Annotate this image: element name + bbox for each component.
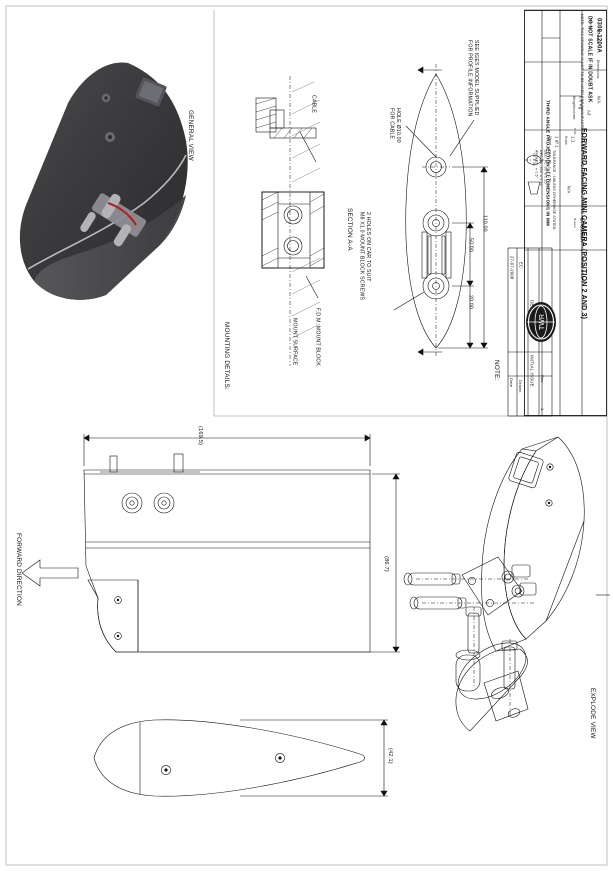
drawn-by-value: E. Caldari: [578, 218, 585, 242]
side-dim-height: (86.7): [382, 556, 389, 572]
bottom-plan-graphic: [93, 719, 388, 797]
note-heading: NOTE:: [493, 360, 500, 381]
side-dim-length: (169.5): [196, 426, 203, 446]
sheet-label: Sheet: [548, 136, 552, 146]
size-value: A3: [586, 110, 592, 116]
company-logo: TWR: [526, 302, 556, 342]
plan-view-graphic: [393, 64, 488, 358]
weight-label: Weight/volume: [572, 96, 576, 120]
revision-row-description: INITIAL ISSUE: [529, 355, 535, 387]
mount-block-label: F.D.M. MOUNT BLOCK: [314, 308, 321, 366]
general-view-graphic: [19, 62, 188, 300]
cable-label: CABLE: [310, 95, 317, 114]
forward-direction-label: FORWARD DIRECTION: [15, 533, 22, 606]
side-view-graphic: [83, 434, 400, 653]
mounting-details-heading: MOUNTING DETAILS:: [223, 322, 230, 390]
drawing-number-label: Dwg No: [588, 18, 593, 30]
general-view-label: GENERAL VIEW: [187, 110, 194, 161]
material-value: N/A: [566, 186, 572, 194]
revision-row-by: EC: [518, 262, 524, 269]
plan-dim-mid: 50.00: [467, 238, 474, 252]
mount-surface-label: MOUNT SURFACE: [291, 318, 298, 366]
plan-hole-note: HOLE Ø10.00 FOR CABLE: [388, 108, 402, 143]
explode-view-label: EXPLODE VIEW: [589, 688, 596, 739]
projection-note: THIRD ANGLE PROJECTION ALL DIMENSIONS IN…: [545, 100, 551, 227]
do-not-scale-note: DO NOT SCALE IF IN DOUBT ASK: [586, 16, 593, 103]
section-aa-graphic: [255, 76, 325, 366]
revised-label: Revised: [596, 30, 600, 43]
plan-dim-overall: 110.00: [481, 215, 488, 232]
scale-value: 1:1: [570, 136, 576, 143]
revision-header-date: Date: [509, 378, 514, 388]
weight-value: 0.6 Kg: [578, 96, 584, 110]
drawing-title: FORWARD FACING MINI CAMERA (POSITION 2 A…: [579, 128, 587, 320]
plan-iges-note: SEE IGES MODEL SUPPLIED FOR PROFILE INFO…: [466, 40, 480, 117]
dimensions-label: Dimensions: [596, 60, 600, 79]
bottom-dim-width: (42.1): [386, 748, 393, 764]
revision-header-rev: Rev: [540, 375, 545, 383]
section-aa-label: SECTION A-A: [346, 208, 353, 251]
revision-header-by: Drawn: [518, 380, 523, 393]
forward-direction-arrow: [21, 559, 79, 587]
title-block: [524, 10, 607, 416]
scale-label: Scale: [564, 136, 568, 145]
drawing-disclaimer: NOTE: THIS DRAWING IS NOT TO BE USED FOR…: [580, 14, 584, 283]
drawing-number: 0308-1200A: [595, 18, 602, 54]
plan-dim-low: 20.00: [467, 295, 474, 309]
drawn-by-label: Drawn: [572, 218, 577, 228]
explode-view-graphic: [403, 436, 610, 732]
finish-value: N/A: [596, 96, 602, 104]
plan-screw-note: 2 HOLES ON CAR TO SUIT M8 X1.0 MOUNT BLO…: [358, 212, 372, 301]
revision-row-rev: 1: [540, 408, 545, 411]
title-label: Title: [572, 128, 577, 135]
revision-row-date: 27-07-2008: [509, 256, 515, 280]
tolerance-block: TOLERANCE - UNLESS OTHERWISE STATED: DEC…: [534, 150, 557, 231]
svg-text:TWR: TWR: [539, 314, 546, 330]
sheet-value: 1 of 1: [554, 136, 560, 148]
